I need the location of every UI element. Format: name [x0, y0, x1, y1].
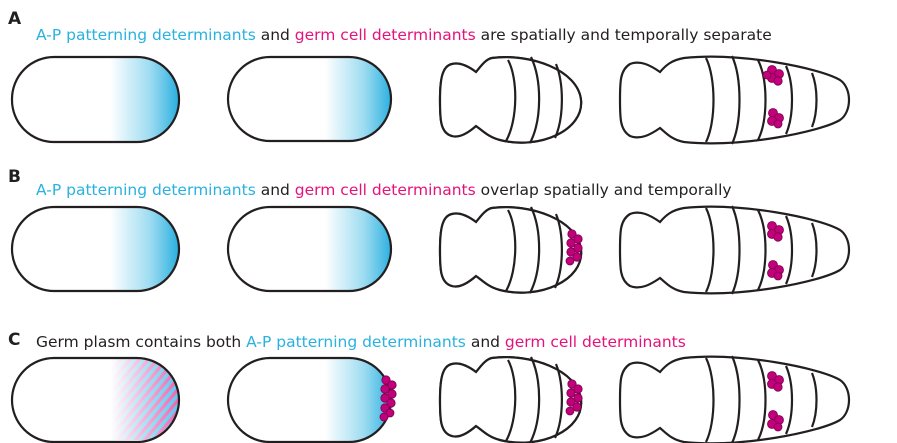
panel-c-oocyte — [12, 355, 182, 443]
ap-gradient — [325, 205, 395, 295]
ap-gradient — [110, 205, 182, 295]
panel-b-early-embryo — [440, 200, 590, 300]
panel-a-late-embryo — [620, 56, 849, 144]
germ-plasm-stripes — [110, 355, 182, 443]
panel-b-late-embryo — [620, 206, 849, 294]
ap-gradient — [325, 55, 395, 145]
panel-c-late-embryo — [620, 356, 849, 443]
panel-c-early-embryo — [440, 350, 590, 443]
ap-gradient — [110, 55, 182, 145]
panel-b-oocyte — [12, 205, 182, 295]
panel-a-oocyte — [12, 55, 182, 145]
germ-cell-cluster — [380, 376, 396, 421]
panel-c-egg — [228, 355, 396, 443]
panel-b-egg — [228, 205, 395, 295]
panel-a-early-embryo — [440, 50, 590, 150]
panel-a-egg — [228, 55, 395, 145]
